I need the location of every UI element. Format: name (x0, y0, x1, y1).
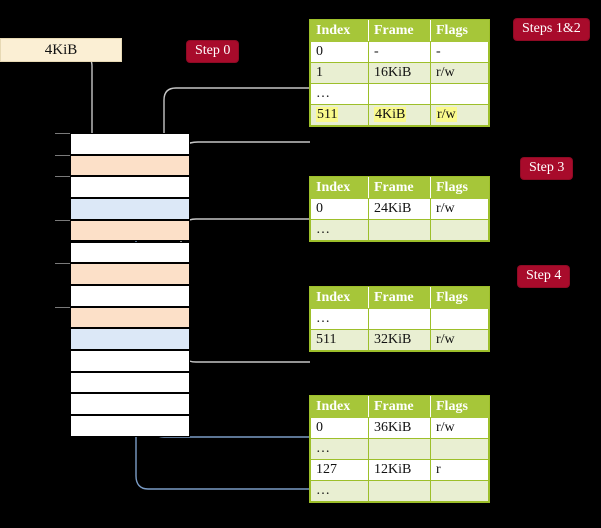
highlighted-value: 511 (316, 107, 339, 122)
highlighted-value: r/w (436, 107, 457, 122)
cell-frame (368, 83, 431, 105)
column-header-index: Index (310, 20, 369, 42)
cell-index: 0 (310, 41, 369, 63)
cell-frame: 24KiB (368, 198, 431, 220)
cell-index: … (310, 438, 369, 460)
cell-flags (430, 438, 489, 460)
memory-frame-8 (70, 306, 190, 329)
cell-index: … (310, 480, 369, 502)
cell-index: 511 (310, 104, 369, 126)
cell-flags: r/w (430, 104, 489, 126)
cell-frame: 4KiB (368, 104, 431, 126)
cell-index: 0 (310, 417, 369, 439)
cell-frame (368, 480, 431, 502)
column-header-frame: Frame (368, 287, 431, 309)
cell-frame: 16KiB (368, 62, 431, 84)
column-header-flags: Flags (430, 20, 489, 42)
memory-frame-7 (70, 284, 190, 307)
memory-frame-13 (70, 415, 190, 437)
cell-flags (430, 83, 489, 105)
column-header-index: Index (310, 396, 369, 418)
cell-index: 127 (310, 459, 369, 481)
virtual-page-box: 4KiB (0, 38, 122, 62)
memory-frame-9 (70, 328, 190, 350)
cell-index: … (310, 219, 369, 241)
memory-frame-1 (70, 154, 190, 177)
table-row: … (310, 480, 489, 502)
memory-frame-4 (70, 219, 190, 242)
memory-frame-12 (70, 393, 190, 416)
column-header-flags: Flags (430, 396, 489, 418)
memory-frame-tick-1 (55, 154, 70, 156)
cell-index: 511 (310, 329, 369, 351)
physical-memory-column (55, 133, 190, 437)
cell-index: … (310, 83, 369, 105)
badge-step-0: Step 0 (187, 41, 239, 62)
cell-frame: 12KiB (368, 459, 431, 481)
cell-flags: r/w (430, 198, 489, 220)
cell-flags: r (430, 459, 489, 481)
table-row: 511 4KiB r/w (310, 104, 489, 126)
cell-index: 0 (310, 198, 369, 220)
memory-frame-tick-6 (55, 263, 70, 265)
virtual-page-label: 4KiB (44, 42, 78, 58)
cell-index: 1 (310, 62, 369, 84)
cell-flags: r/w (430, 62, 489, 84)
table-row: … (310, 219, 489, 241)
memory-frame-11 (70, 371, 190, 394)
badge-step-4: Step 4 (518, 266, 570, 287)
cell-frame (368, 308, 431, 330)
column-header-flags: Flags (430, 177, 489, 199)
cell-frame (368, 438, 431, 460)
column-header-index: Index (310, 287, 369, 309)
memory-frame-5 (70, 241, 190, 264)
column-header-flags: Flags (430, 287, 489, 309)
badge-step-3: Step 3 (521, 158, 573, 179)
cell-flags (430, 219, 489, 241)
memory-frame-10 (70, 350, 190, 372)
badge-steps-1-2: Steps 1&2 (514, 19, 589, 40)
cell-frame (368, 219, 431, 241)
memory-frame-0 (70, 133, 190, 155)
memory-frame-tick-2 (55, 176, 70, 178)
cell-flags (430, 480, 489, 502)
memory-frame-2 (70, 176, 190, 199)
column-header-frame: Frame (368, 396, 431, 418)
memory-frame-tick-0 (55, 133, 70, 134)
table-row: … (310, 83, 489, 105)
memory-frame-tick-8 (55, 306, 70, 308)
column-header-index: Index (310, 177, 369, 199)
memory-frame-6 (70, 263, 190, 285)
cell-flags (430, 308, 489, 330)
table-row: … (310, 438, 489, 460)
table-row: … (310, 308, 489, 330)
cell-flags: r/w (430, 417, 489, 439)
memory-frame-3 (70, 198, 190, 220)
column-header-frame: Frame (368, 177, 431, 199)
cell-index: … (310, 308, 369, 330)
highlighted-value: 4KiB (374, 107, 407, 122)
cell-flags: r/w (430, 329, 489, 351)
cell-flags: - (430, 41, 489, 63)
column-header-frame: Frame (368, 20, 431, 42)
table-row: 0-- (310, 41, 489, 63)
cell-frame: - (368, 41, 431, 63)
cell-frame: 36KiB (368, 417, 431, 439)
cell-frame: 32KiB (368, 329, 431, 351)
memory-frame-tick-4 (55, 219, 70, 221)
